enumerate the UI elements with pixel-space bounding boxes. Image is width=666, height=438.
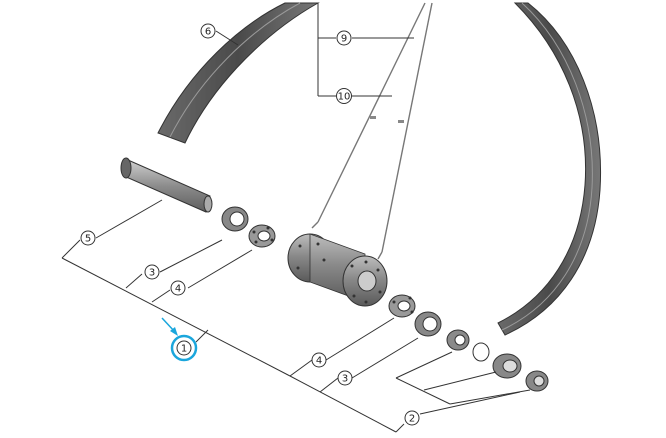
callout-4-right[interactable]: 4: [311, 352, 327, 368]
hub-body: [287, 233, 388, 307]
callout-9[interactable]: 9: [336, 30, 352, 46]
lock-ring-left: [221, 206, 249, 232]
callout-1-label: 1: [181, 344, 187, 355]
callout-1[interactable]: 1: [170, 334, 198, 362]
lock-ring-right: [414, 311, 442, 337]
bearing-left: [248, 224, 276, 248]
callout-6[interactable]: 6: [200, 23, 216, 39]
callout-10[interactable]: 10: [336, 88, 352, 104]
end-cap-bushing: [446, 329, 470, 351]
end-cap-nut: [492, 353, 522, 379]
callout-2-label: 2: [409, 414, 415, 425]
callout-2[interactable]: 2: [404, 410, 420, 426]
callout-4-left[interactable]: 4: [170, 280, 186, 296]
callout-6-label: 6: [205, 27, 211, 38]
highlight-arrow: [161, 317, 178, 336]
callout-3-right[interactable]: 3: [337, 370, 353, 386]
callout-3-right-label: 3: [342, 374, 348, 385]
end-cap-outer: [525, 370, 549, 392]
rim-left-segment: [157, 2, 320, 144]
callout-4-right-label: 4: [316, 356, 322, 367]
callout-5-label: 5: [85, 234, 91, 245]
leader-lines: [61, 3, 531, 433]
rim-right-segment: [497, 2, 602, 336]
spokes: [311, 2, 433, 260]
callout-3-left-label: 3: [149, 268, 155, 279]
callout-5[interactable]: 5: [80, 230, 96, 246]
axle: [120, 157, 213, 213]
bearing-right: [388, 294, 416, 318]
callout-9-label: 9: [341, 34, 347, 45]
callout-3-left[interactable]: 3: [144, 264, 160, 280]
callout-4-left-label: 4: [175, 284, 181, 295]
o-ring: [472, 342, 490, 362]
callout-10-label: 10: [338, 92, 351, 103]
